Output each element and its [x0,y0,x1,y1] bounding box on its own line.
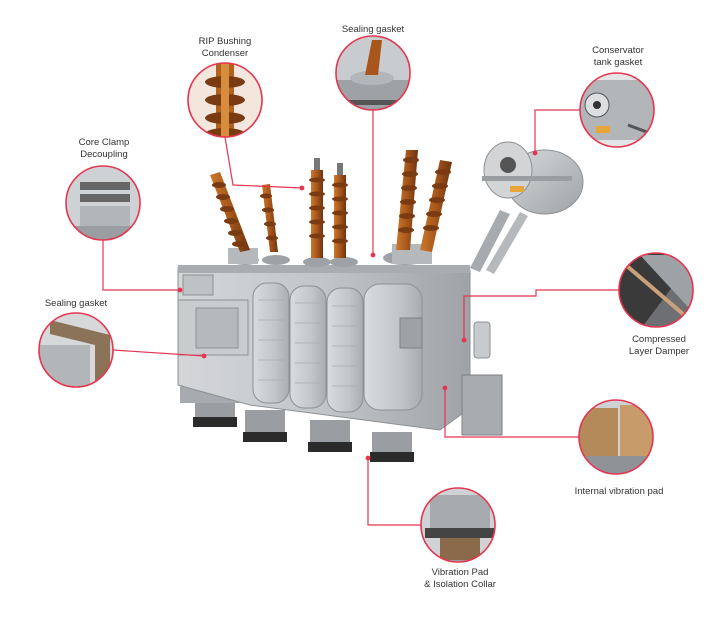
conservator-label: Conservator tank gasket [592,45,644,68]
sealing-gasket-top-label: Sealing gasket [341,24,405,35]
compressed-damper-label: Compressed Layer Damper [628,334,690,357]
callout-sealing-gasket-left [38,312,114,388]
internal-pad-label: Internal vibration pad [574,486,664,497]
callout-rip-bushing [187,62,263,138]
transformer-body [177,141,584,462]
callout-vibration-pad [420,487,496,563]
vibration-pad-label: Vibration Pad & Isolation Collar [424,567,496,590]
radiator-fins [252,282,423,413]
rip-bushing-label: RIP Bushing Condenser [198,36,252,59]
callout-core-clamp [65,165,141,241]
bushings [210,150,452,258]
callout-conservator [579,72,655,148]
conservator-tank [482,141,584,215]
callout-sealing-gasket-top [335,35,411,111]
callout-internal-pad [578,399,654,475]
sealing-gasket-left-label: Sealing gasket [44,298,108,309]
leader-lines [102,109,619,526]
leader-dots [177,150,538,461]
core-clamp-label: Core Clamp Decoupling [78,137,130,160]
callout-compressed-damper [618,252,694,328]
